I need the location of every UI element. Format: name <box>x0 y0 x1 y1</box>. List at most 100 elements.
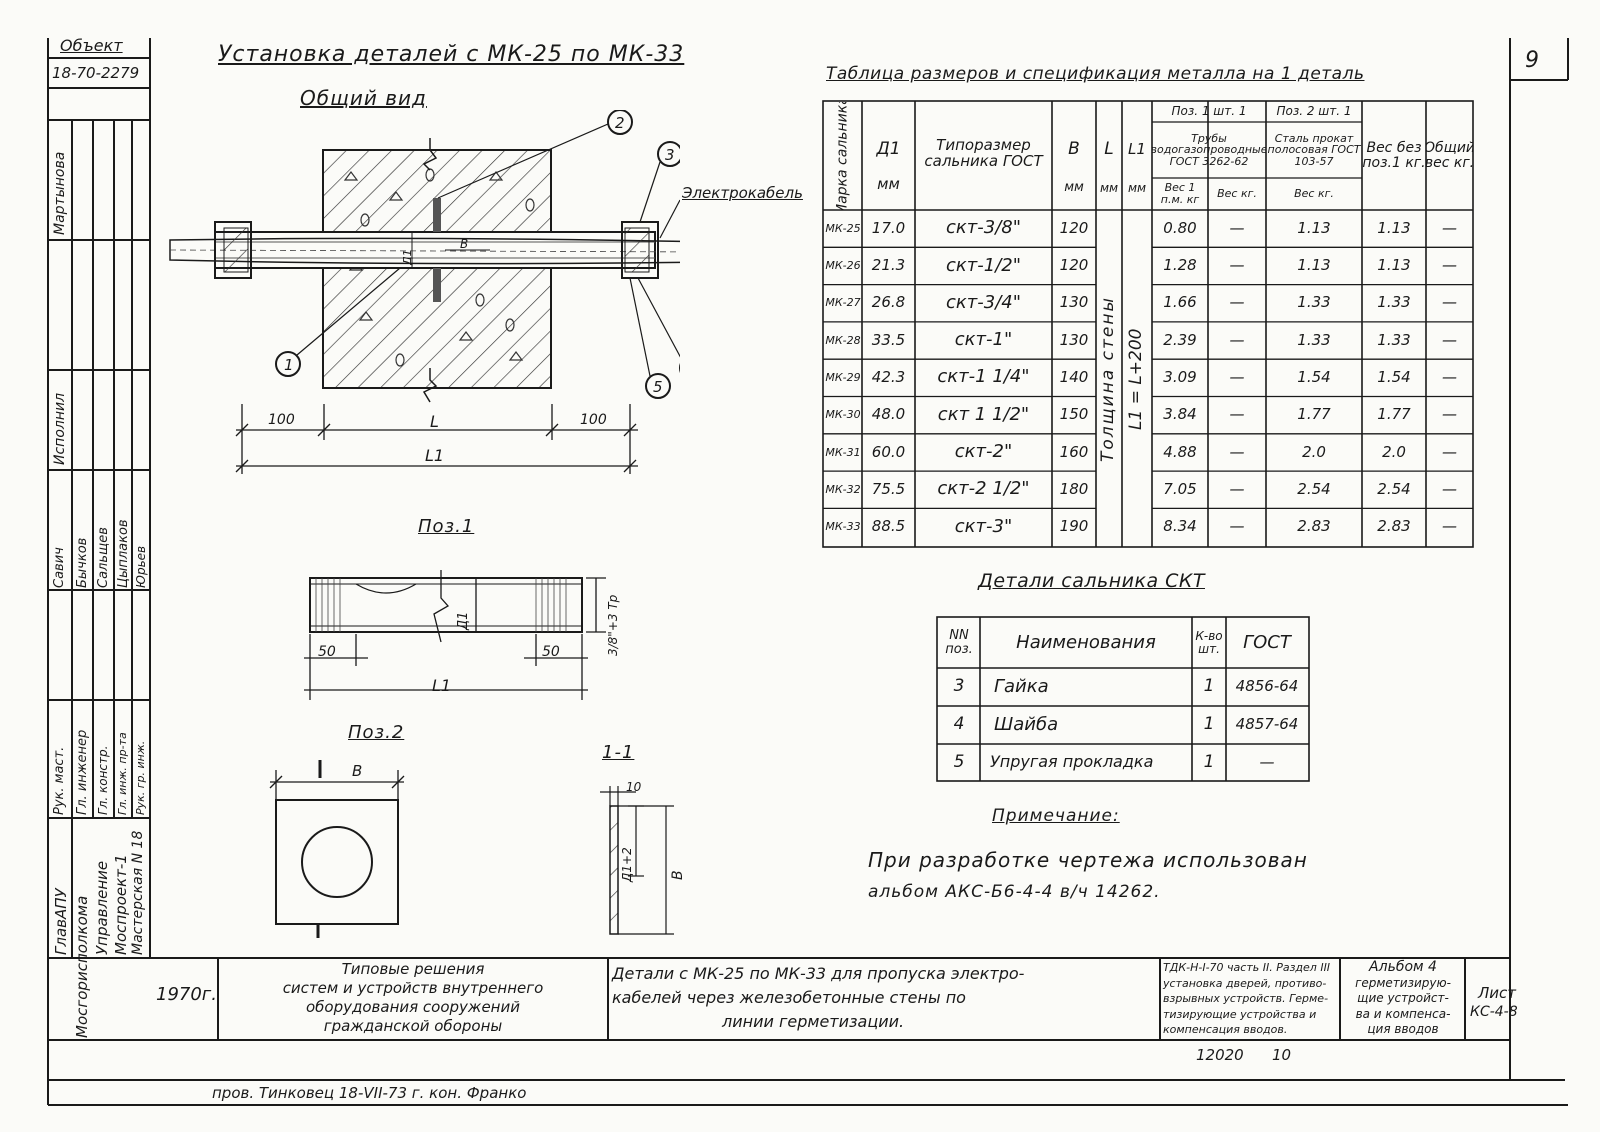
spec-table: Марка сальника Д1 мм Типоразмер сальника… <box>822 100 1474 548</box>
spec-cell-wo: 1.77 <box>1377 405 1411 424</box>
spec-h-b: В <box>1068 139 1080 160</box>
spec-h-l: L <box>1104 139 1114 160</box>
spec-cell-p2: 2.83 <box>1297 517 1331 536</box>
spec-cell-w1: 7.05 <box>1163 479 1197 498</box>
tb-num-2: 10 <box>1272 1046 1292 1064</box>
spec-cell-w1: 1.28 <box>1163 256 1197 275</box>
details-r1-nn: 3 <box>953 676 965 697</box>
strip-role-3: Гл. констр. <box>96 745 110 815</box>
strip-role-1: Рук. маст. <box>52 746 67 815</box>
spec-cell-tot: — <box>1442 218 1457 237</box>
spec-cell-mark: МК-28 <box>825 333 861 347</box>
note-line-1: При разработке чертежа использован <box>868 848 1308 872</box>
spec-cell-mark: МК-26 <box>825 259 861 273</box>
spec-cell-w1: 3.84 <box>1163 405 1197 424</box>
spec-cell-type: скт-3" <box>954 515 1013 537</box>
tb-description: Детали с МК-25 по МК-33 для пропуска эле… <box>612 962 1158 1034</box>
spec-cell-w2: — <box>1229 293 1245 312</box>
strip-org-4: Моспроект-1 <box>112 854 130 955</box>
spec-h-wo: Вес без поз.1 кг. <box>1362 140 1426 171</box>
spec-h-pos1-w2: Вес кг. <box>1217 187 1257 201</box>
spec-cell-w2: — <box>1229 330 1245 349</box>
spec-cell-w1: 8.34 <box>1163 517 1197 536</box>
tb-album-line-5: ция вводов <box>1367 1022 1439 1036</box>
details-r2-gost: 4857-64 <box>1235 715 1299 734</box>
spec-cell-d1: 21.3 <box>871 256 906 275</box>
details-r2-qty: 1 <box>1203 714 1215 735</box>
cable-label: Электрокабель <box>682 184 803 202</box>
spec-cell-w2: — <box>1229 218 1245 237</box>
section-drawing <box>600 786 674 935</box>
spec-cell-tot: — <box>1442 367 1457 386</box>
spec-h-pos2-desc: Сталь прокат полосовая ГОСТ 103-57 <box>1267 131 1361 168</box>
details-r3-qty: 1 <box>1203 751 1215 772</box>
tb-typical-line-3: оборудования сооружений <box>306 998 520 1016</box>
pos2-caption: Поз.2 <box>348 722 405 743</box>
spec-cell-b: 190 <box>1059 517 1089 536</box>
spec-table-title: Таблица размеров и спецификация металла … <box>826 64 1365 84</box>
callout-5: 5 <box>653 378 663 396</box>
tb-desc-line-3: линии герметизации. <box>722 1012 905 1031</box>
spec-cell-type: скт 1 1/2" <box>937 403 1030 425</box>
spec-cell-mark: МК-31 <box>825 445 861 459</box>
details-r2-nn: 4 <box>953 714 965 735</box>
tb-ref-line-4: тизирующие устройства и <box>1163 1007 1317 1021</box>
spec-cell-p2: 1.77 <box>1297 405 1331 424</box>
spec-h-pos1-desc: Трубы водогазопроводные ГОСТ 3262-62 <box>1152 131 1266 168</box>
spec-cell-b: 120 <box>1059 256 1089 275</box>
spec-cell-wo: 1.33 <box>1377 293 1411 312</box>
tb-album-line-2: герметизирую- <box>1355 975 1451 990</box>
tb-album-line-1: Альбом 4 <box>1369 959 1437 975</box>
spec-cell-wo: 1.13 <box>1377 218 1411 237</box>
spec-cell-type: скт-1/2" <box>946 254 1021 276</box>
spec-cell-w1: 4.88 <box>1163 442 1197 461</box>
tb-desc-line-1: Детали с МК-25 по МК-33 для пропуска эле… <box>612 964 1025 983</box>
spec-cell-type: скт-1 1/4" <box>937 366 1030 388</box>
pos1-dim-left: 50 <box>318 644 336 660</box>
spec-cell-tot: — <box>1442 293 1457 312</box>
spec-cell-tot: — <box>1442 517 1457 536</box>
pos2-drawing <box>269 760 405 938</box>
details-r1-qty: 1 <box>1203 676 1215 697</box>
spec-h-l-unit: мм <box>1099 180 1119 195</box>
gv-dim-left: 100 <box>268 412 295 428</box>
details-h-name: Наименования <box>1016 631 1156 653</box>
spec-h-pos2: Поз. 2 шт. 1 <box>1276 104 1352 119</box>
spec-cell-tot: — <box>1442 442 1457 461</box>
spec-cell-d1: 33.5 <box>871 330 906 349</box>
details-h-qty: К-во шт. <box>1195 629 1223 656</box>
spec-cell-b: 160 <box>1059 442 1089 461</box>
spec-cell-tot: — <box>1442 256 1457 275</box>
pos1-caption: Поз.1 <box>418 516 475 537</box>
tb-typical: Типовые решения систем и устройств внутр… <box>220 960 606 1036</box>
strip-org-3: Управление <box>93 860 111 955</box>
spec-l1-vertical: L1 = L+200 <box>1126 328 1147 430</box>
sheet-number: 9 <box>1525 48 1539 73</box>
spec-cell-mark: МК-29 <box>825 371 861 385</box>
spec-cell-mark: МК-30 <box>825 408 861 422</box>
tb-album-line-4: ва и компенса- <box>1355 1006 1451 1021</box>
spec-h-b-unit: мм <box>1064 180 1084 196</box>
spec-cell-type: скт-3/8" <box>946 217 1021 239</box>
strip-role-4: Гл. инж. пр-та <box>116 732 129 815</box>
strip-name-1: Савич <box>52 547 67 588</box>
spec-h-d1-unit: мм <box>877 175 900 194</box>
spec-cell-b: 120 <box>1059 218 1089 237</box>
gv-dim-right: 100 <box>580 412 607 428</box>
pos1-thread: 3/8"+3 Тр <box>606 594 620 656</box>
section-b: В <box>670 870 686 880</box>
tb-sheet-code: КС-4-8 <box>1470 1004 1518 1020</box>
object-label: Объект <box>60 36 123 55</box>
spec-cell-type: скт-2 1/2" <box>937 478 1030 500</box>
spec-h-l1-unit: мм <box>1127 180 1147 195</box>
callout-1: 1 <box>284 356 294 374</box>
callout-3: 3 <box>665 146 675 164</box>
spec-cell-b: 150 <box>1059 405 1089 424</box>
spec-cell-p2: 1.33 <box>1297 293 1331 312</box>
section-d: Д1+2 <box>620 847 634 882</box>
details-r3-nn: 5 <box>953 751 965 772</box>
gv-dim-mid: L <box>430 412 439 431</box>
tb-ref-line-1: ТДК-Н-I-70 часть II. Раздел III <box>1163 961 1331 974</box>
tb-year: 1970г. <box>156 984 217 1005</box>
spec-cell-wo: 2.54 <box>1377 479 1411 498</box>
